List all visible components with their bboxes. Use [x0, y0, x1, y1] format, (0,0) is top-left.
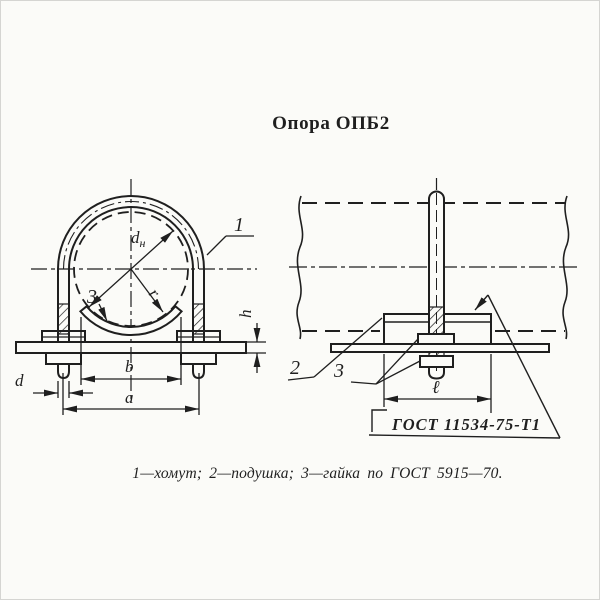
part-3-label-side: 3: [333, 360, 344, 382]
base-plate-front: [15, 341, 247, 354]
l-label: ℓ: [432, 377, 440, 398]
legend-caption: 1—хомут; 2—подушка; 3—гайка по ГОСТ 5915…: [132, 465, 503, 482]
front-centerlines: [31, 179, 257, 399]
leader-3-side: [350, 338, 421, 385]
cushion-front: [78, 304, 184, 337]
part-1-label: 1: [234, 214, 244, 236]
dn-label: dн: [131, 228, 146, 250]
bolt-side: [428, 178, 445, 371]
break-line-left: [296, 195, 304, 340]
weld-callout: [368, 294, 561, 439]
dimension-d: [33, 381, 93, 398]
front-view: dн r 3 b a: [15, 179, 266, 415]
part-2-label: 2: [290, 357, 300, 379]
part-3-label-front: 3: [86, 286, 97, 308]
b-label: b: [125, 357, 134, 376]
weld-note: ГОСТ 11534-75-Т1: [391, 415, 541, 434]
a-label: a: [125, 388, 134, 407]
r-label: r: [145, 284, 164, 302]
dimension-a: [62, 373, 200, 415]
dimension-h: [247, 323, 266, 373]
base-plate-side: [330, 343, 550, 353]
bolt-tip-side: [428, 367, 445, 380]
nut-side: [419, 355, 454, 380]
page-title: Опора ОПБ2: [272, 113, 390, 134]
weld-symbol-icon: [371, 409, 387, 432]
leader-2: [287, 317, 383, 381]
d-label: d: [15, 371, 24, 390]
leader-3-front: [98, 303, 108, 322]
dimension-r: [130, 268, 164, 313]
side-view: ℓ 2 3 ГОСТ 11534-75-Т1: [287, 178, 581, 439]
h-label: h: [236, 310, 255, 319]
leader-1: [206, 235, 254, 256]
break-line-right: [562, 195, 570, 340]
dimension-b: [80, 317, 182, 385]
washer-side: [417, 333, 455, 345]
clamp-band: [57, 195, 205, 380]
